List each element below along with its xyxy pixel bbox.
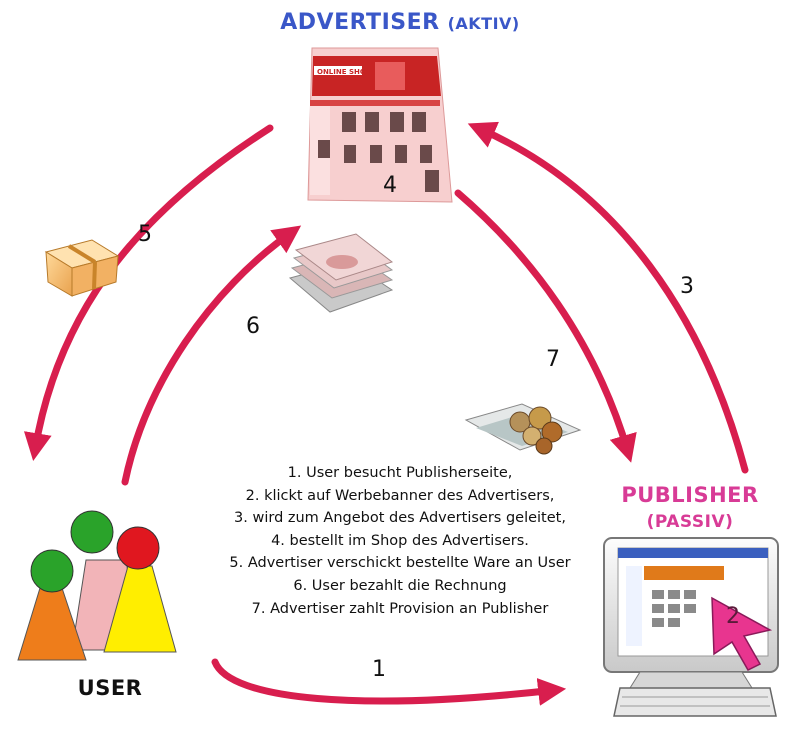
arrow-7-advertiser-to-publisher — [454, 189, 637, 463]
step-item: 4. bestellt im Shop des Advertisers. — [271, 532, 529, 549]
step-item: 6. User bezahlt die Rechnung — [293, 577, 507, 594]
publisher-title: PUBLISHER — [621, 483, 759, 507]
package-icon — [44, 239, 120, 297]
step-item: 1. User besucht Publisherseite, — [287, 465, 513, 481]
advertiser-label: ADVERTISER — [280, 10, 440, 35]
advertiser-subtitle: (AKTIV) — [447, 14, 520, 33]
arrow-1-user-to-publisher — [211, 658, 567, 706]
step-number-6: 6 — [246, 314, 260, 339]
steps-list: 1. User besucht Publisherseite, 2. klick… — [190, 462, 610, 620]
shop-banner: ONLINE SHOP — [317, 68, 371, 76]
step-item: 3. wird zum Angebot des Advertisers gele… — [234, 510, 566, 527]
step-number-2: 2 — [726, 604, 740, 629]
step-number-3: 3 — [680, 274, 694, 299]
user-title: USER — [77, 676, 143, 700]
step-number-7: 7 — [546, 347, 560, 372]
computer-icon — [603, 537, 779, 717]
banknotes-icon — [288, 233, 394, 313]
step-item: 5. Advertiser verschickt bestellte Ware … — [229, 555, 571, 572]
arrow-3-publisher-to-advertiser — [467, 121, 749, 474]
step-item: 7. Advertiser zahlt Provision an Publish… — [251, 600, 549, 617]
advertiser-title: ADVERTISER (AKTIV) — [0, 10, 800, 35]
step-number-1: 1 — [372, 657, 386, 682]
step-number-4: 4 — [383, 173, 397, 198]
arrow-6-user-to-advertiser — [121, 225, 302, 486]
step-item: 2. klickt auf Werbebanner des Advertiser… — [245, 487, 555, 504]
step-number-5: 5 — [138, 222, 152, 247]
user-figures — [17, 510, 177, 661]
publisher-subtitle: (PASSIV) — [646, 512, 734, 532]
money-coins-icon — [464, 403, 582, 455]
online-shop-image: ONLINE SHOP — [307, 47, 453, 203]
